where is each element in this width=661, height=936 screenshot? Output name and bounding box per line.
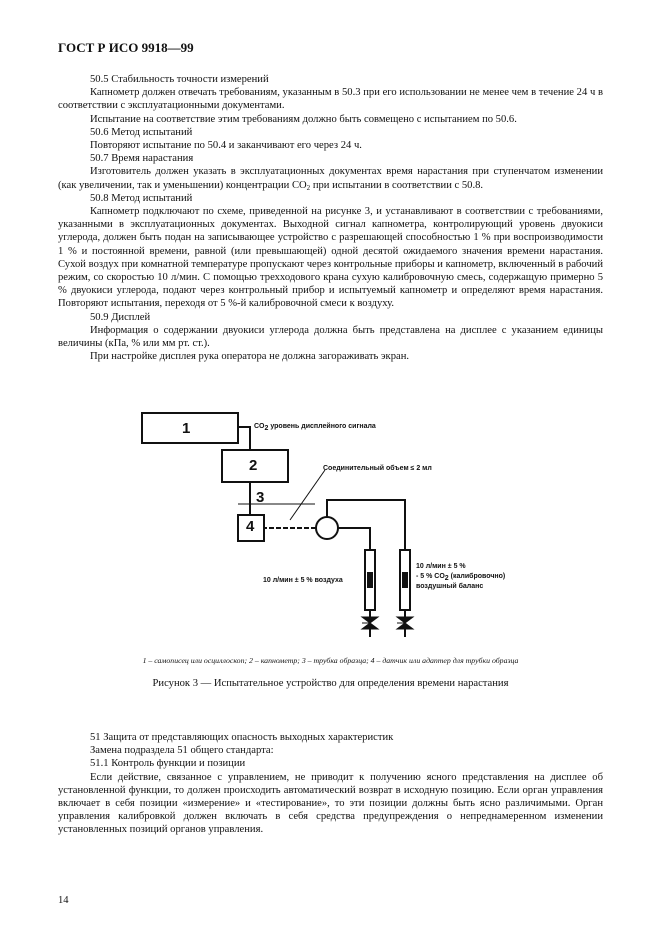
co2-signal-label: CO2 уровень дисплейного сигнала [254,423,376,432]
box-4-label: 4 [246,518,255,535]
section-heading-50-6: 50.6 Метод испытаний [90,126,193,138]
paragraph: Информация о содержании двуокиси углерод… [58,324,603,350]
body-text-upper: 50.5 Стабильность точности измерений Кап… [58,73,603,363]
section-heading-51: 51 Защита от представляющих опасность вы… [90,732,394,743]
paragraph: Замена подраздела 51 общего стандарта: [90,745,274,757]
page-number: 14 [58,895,69,906]
connecting-volume-label: Соединительный объем ≤ 2 мл [323,465,432,472]
box-2-label: 2 [249,457,258,474]
figure-caption: Рисунок 3 — Испытательное устройство для… [152,678,509,689]
box-2-capnometer [221,449,289,483]
paragraph: Если действие, связанное с управлением, … [58,771,603,836]
box-1-label: 1 [182,420,191,437]
section-heading-50-5: 50.5 Стабильность точности измерений [90,74,269,85]
box-3-label: 3 [256,489,265,506]
paragraph: При настройке дисплея рука оператора не … [90,351,410,363]
body-text-lower: 51 Защита от представляющих опасность вы… [58,731,603,837]
section-heading-50-8: 50.8 Метод испытаний [90,192,193,204]
section-heading-50-7: 50.7 Время нарастания [90,153,194,165]
paragraph: Изготовитель должен указать в эксплуатац… [58,166,603,192]
paragraph: Повторяют испытание по 50.4 и заканчиваю… [90,140,362,152]
diagram-lines [141,412,415,637]
calibration-flow-label-3: воздушный баланс [416,583,484,590]
section-heading-51-1: 51.1 Контроль функции и позиции [90,758,246,770]
paragraph: Испытание на соответствие этим требовани… [90,113,517,125]
section-heading-50-9: 50.9 Дисплей [90,311,151,323]
paragraph: Капнометр должен отвечать требованиям, у… [58,87,603,112]
test-setup-diagram: 1 2 3 4 CO2 уровень дисплейного сигнала … [130,405,550,645]
air-flow-label: 10 л/мин ± 5 % воздуха [263,577,343,584]
document-header: ГОСТ Р ИСО 9918—99 [58,40,194,55]
paragraph: Капнометр подключают по схеме, приведенн… [58,206,603,310]
calibration-flow-label-2: - 5 % CO2 (калибровочно) [416,573,506,582]
figure-legend: 1 – самописец или осциллоскоп; 2 – капно… [142,656,519,665]
calibration-flow-label-1: 10 л/мин ± 5 % [416,563,466,570]
